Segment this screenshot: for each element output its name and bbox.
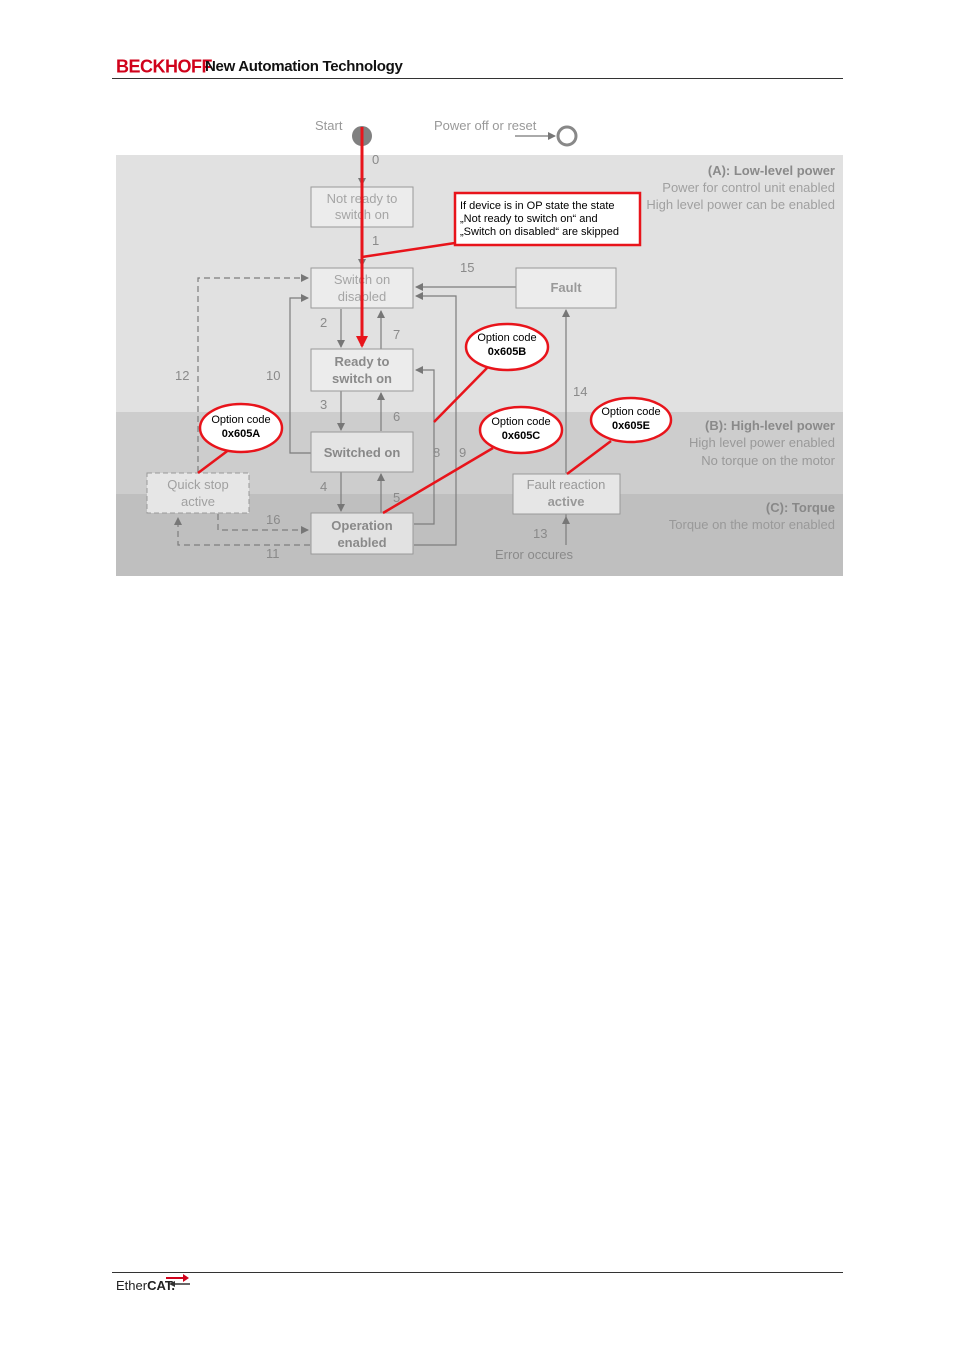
region-b-line-2: No torque on the motor (701, 453, 835, 468)
callout-605a-code: 0x605A (222, 428, 261, 440)
page-header: BECKHOFF New Automation Technology (112, 55, 843, 79)
region-b-line-1: High level power enabled (689, 435, 835, 450)
transition-10: 10 (266, 368, 280, 383)
region-a-line-2: High level power can be enabled (646, 197, 835, 212)
op-state-note-line-1: If device is in OP state the state (460, 200, 615, 212)
op-state-note-line-2: „Not ready to switch on“ and (460, 213, 598, 225)
callout-605b-connector (433, 367, 488, 423)
transition-2: 2 (320, 315, 327, 330)
state-switched-on-box (310, 431, 414, 473)
state-ready-line-2: switch on (332, 371, 392, 386)
callout-605e-ellipse (589, 396, 673, 444)
transition-0: 0 (372, 152, 379, 167)
state-fault-reaction-line-1: Fault reaction (527, 477, 606, 492)
callout-605c-label: Option code (491, 416, 550, 428)
state-operation-enabled-line-2: enabled (337, 535, 386, 550)
callout-605e-label: Option code (601, 406, 660, 418)
transition-1: 1 (372, 233, 379, 248)
transition-16: 16 (266, 512, 280, 527)
note-connector (361, 241, 456, 259)
transition-11: 11 (266, 546, 280, 561)
transition-5: 5 (393, 490, 400, 505)
callout-605a-label: Option code (211, 414, 270, 426)
transition-6: 6 (393, 409, 400, 424)
state-switched-on-label: Switched on (324, 445, 401, 460)
state-operation-enabled-box (310, 512, 414, 555)
power-off-node (556, 125, 578, 147)
callout-605c-connector (382, 446, 494, 515)
callout-605b-label: Option code (477, 332, 536, 344)
transition-9: 9 (459, 445, 466, 460)
transition-15: 15 (460, 260, 474, 275)
start-label: Start (315, 118, 343, 133)
ethercat-logo-suffix: CAT. (147, 1278, 176, 1293)
callout-605c-code: 0x605C (502, 430, 541, 442)
callout-605a-ellipse (198, 402, 284, 454)
state-ready-line-1: Ready to (335, 354, 390, 369)
footer-divider (112, 1272, 843, 1273)
ethercat-logo-prefix: Ether (116, 1278, 148, 1293)
transition-4: 4 (320, 479, 327, 494)
ethercat-logo: EtherCAT. (116, 1278, 175, 1293)
state-fault-box (515, 267, 617, 309)
brand-tagline: New Automation Technology (205, 58, 403, 75)
state-ready-box (310, 348, 414, 392)
region-c-line-1: Torque on the motor enabled (669, 517, 835, 532)
power-off-label: Power off or reset (434, 118, 537, 133)
region-a-title: (A): Low-level power (708, 163, 835, 178)
callout-605c-ellipse (478, 405, 564, 455)
region-b-title: (B): High-level power (705, 418, 835, 433)
state-fault-reaction-box (512, 473, 621, 515)
error-occurs-label: Error occures (495, 547, 574, 562)
callout-605b-ellipse (464, 322, 550, 372)
state-fault-label: Fault (550, 280, 582, 295)
transition-3: 3 (320, 397, 327, 412)
ethercat-arrows-icon (166, 1274, 190, 1287)
state-quick-stop-line-2: active (181, 494, 215, 509)
state-fault-reaction-line-2: active (548, 494, 585, 509)
state-quick-stop-line-1: Quick stop (167, 477, 228, 492)
callout-605b-code: 0x605B (488, 346, 527, 358)
op-state-note-box (453, 191, 642, 247)
transition-8: 8 (433, 445, 440, 460)
region-c-title: (C): Torque (766, 500, 835, 515)
region-a-line-1: Power for control unit enabled (662, 180, 835, 195)
callout-605e-code: 0x605E (612, 420, 650, 432)
transition-7: 7 (393, 327, 400, 342)
transition-14: 14 (573, 384, 587, 399)
op-state-note-line-3: „Switch on disabled“ are skipped (460, 226, 619, 238)
brand-logo: BECKHOFF (116, 55, 213, 77)
transition-13: 13 (533, 526, 547, 541)
state-operation-enabled-line-1: Operation (331, 518, 392, 533)
callout-605e-connector (566, 440, 612, 475)
state-quick-stop-box (146, 472, 250, 514)
transition-12: 12 (175, 368, 189, 383)
